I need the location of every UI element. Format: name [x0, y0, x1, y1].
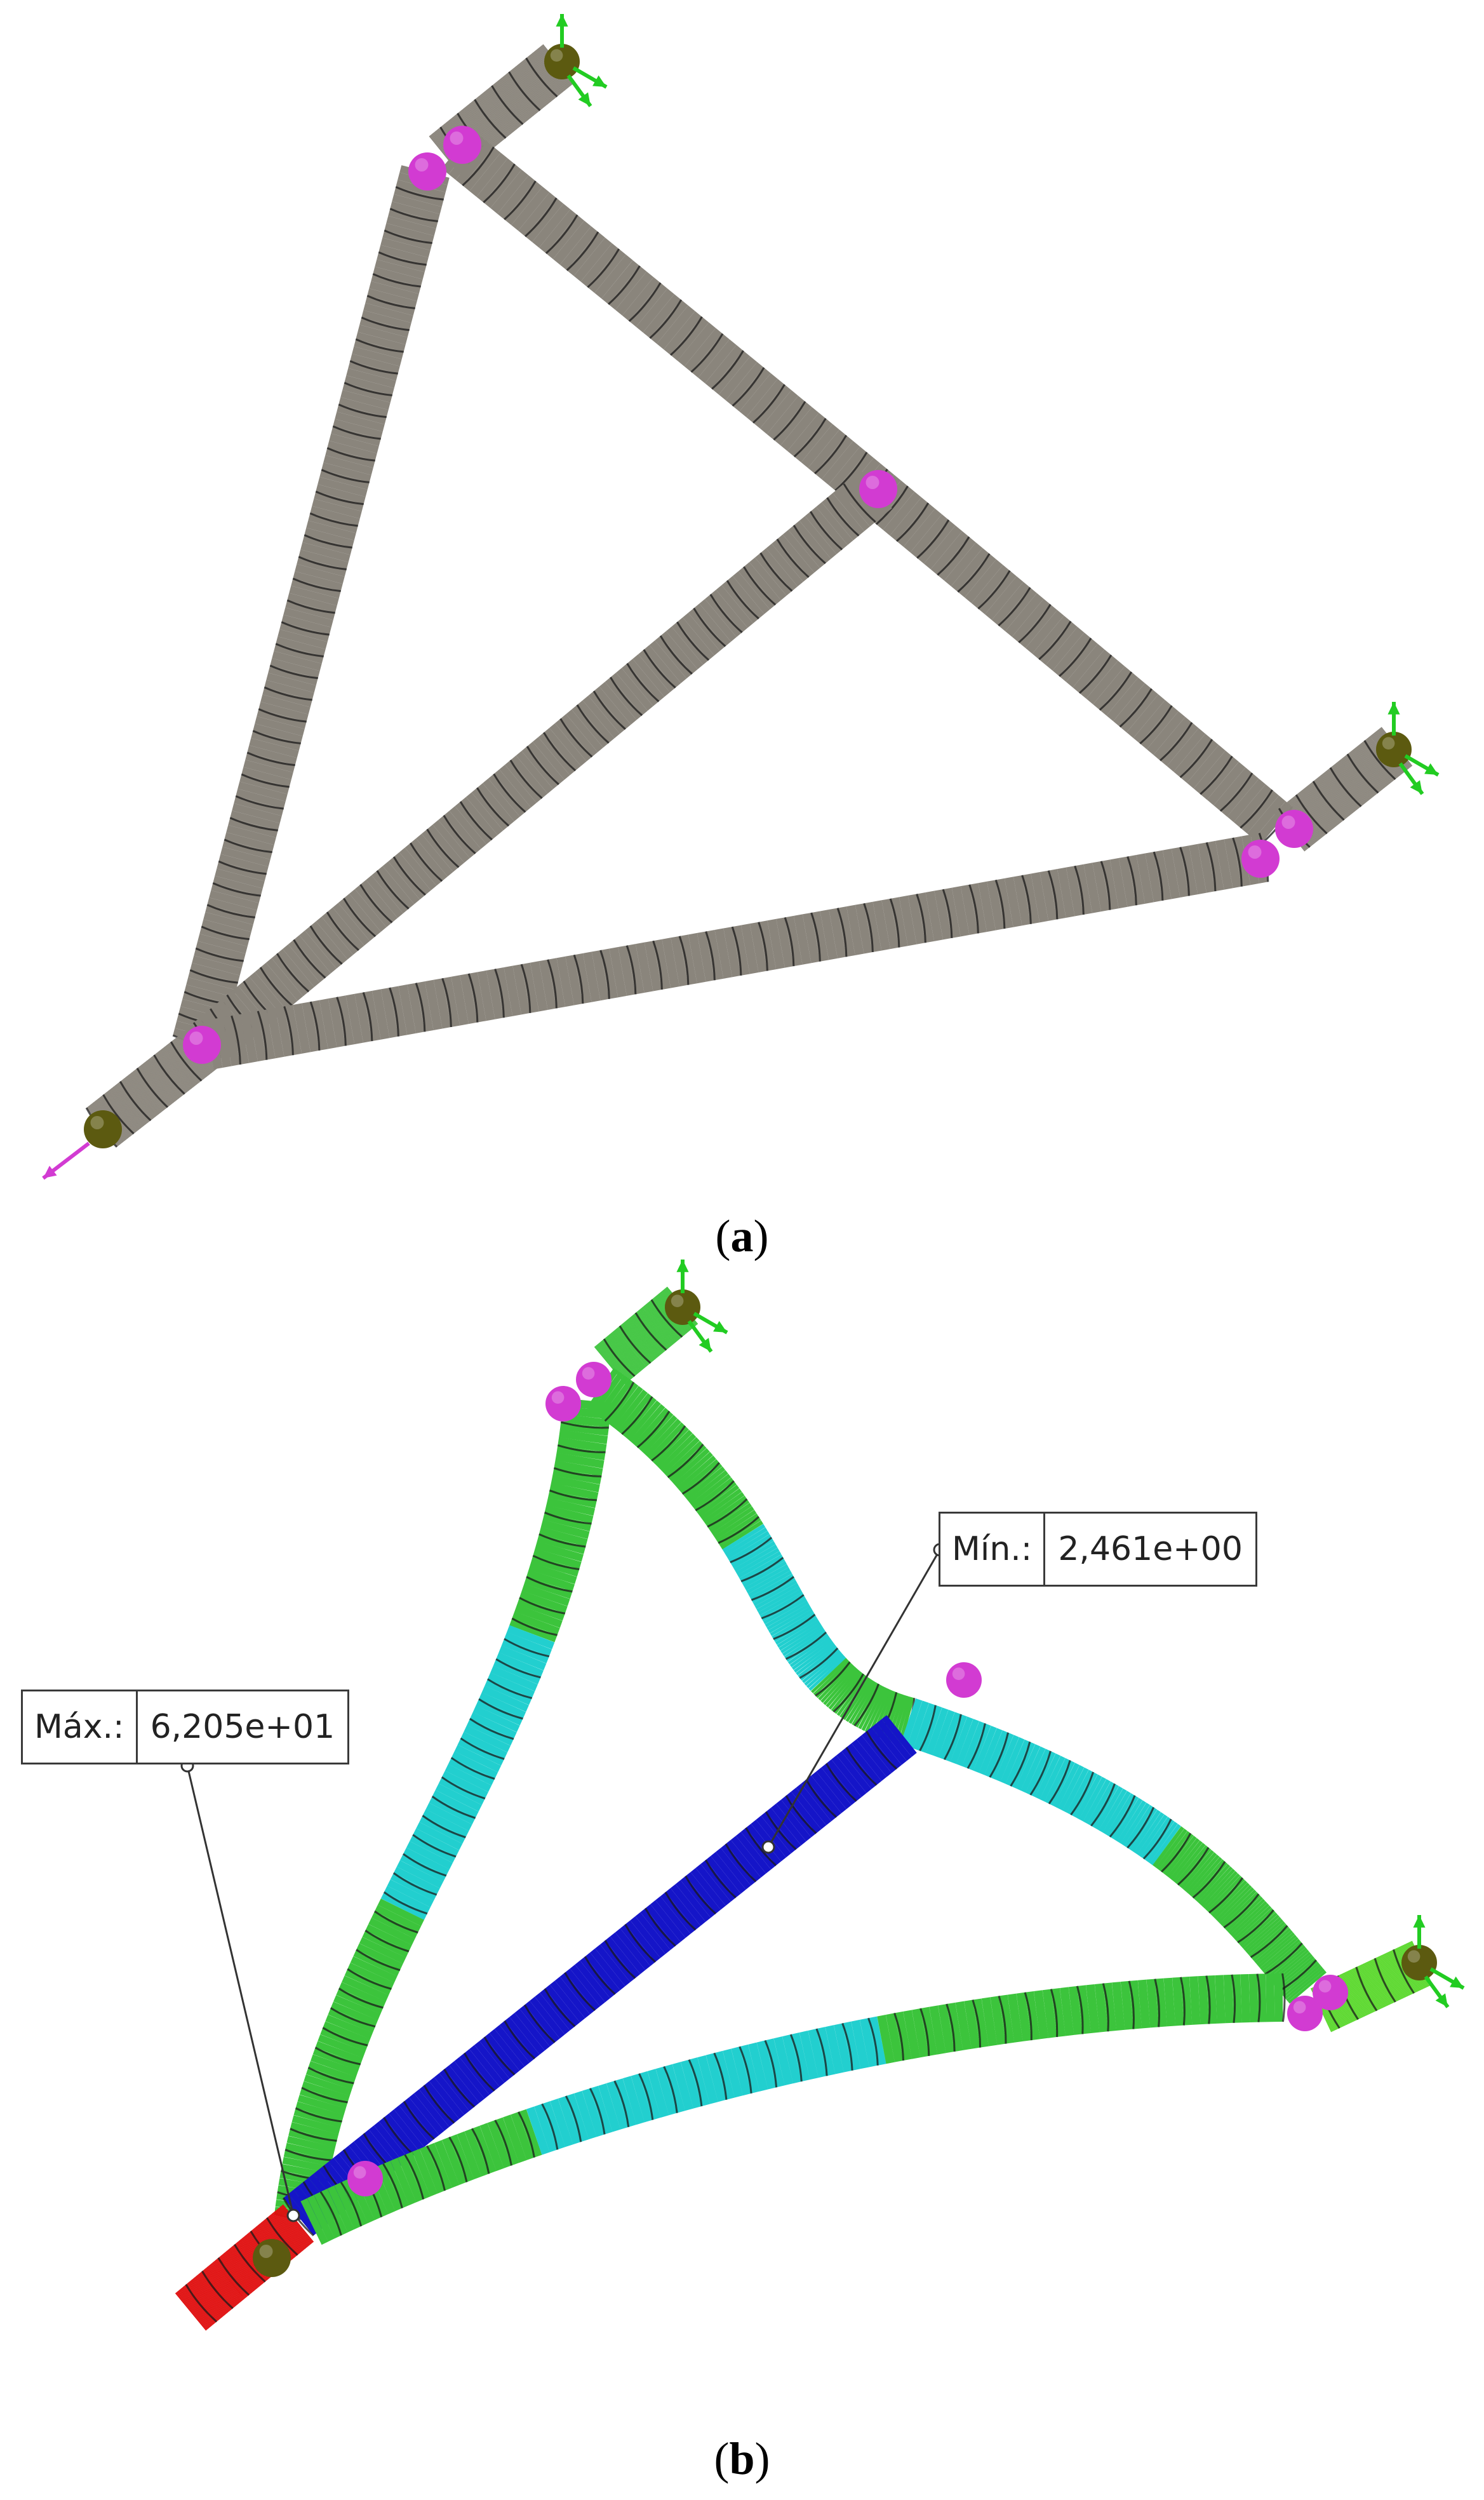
caption-a-letter: a	[730, 1211, 754, 1261]
b-left-member	[274, 1398, 612, 2221]
load-arrow	[42, 1141, 90, 1180]
min-probe-key: Mín.:	[940, 1514, 1046, 1585]
joint-a-0	[443, 126, 481, 164]
caption-b: (b)	[714, 2433, 770, 2484]
b-fixture-node-bottom	[253, 2239, 291, 2277]
member-inner-diagonal	[192, 469, 892, 1062]
fixture-node-right	[1376, 732, 1412, 767]
joint-a-2	[859, 470, 897, 508]
b-fixture-arrows-top	[676, 1260, 728, 1353]
max-probe-value: 6,205e+01	[150, 1708, 335, 1746]
member-left	[172, 165, 450, 1049]
b-top-diagonal-upper	[586, 1368, 916, 1745]
joint-a-1	[408, 152, 446, 191]
caption-a: (a)	[715, 1211, 769, 1261]
b-fixture-node-right	[1401, 1945, 1437, 1980]
fixture-arrows-top	[556, 14, 608, 107]
joint-b-3	[1313, 1975, 1348, 2010]
max-stress-probe: Máx.: 6,205e+01	[21, 1690, 350, 1764]
min-probe-value: 2,461e+00	[1058, 1530, 1243, 1568]
joint-a-5	[183, 1026, 221, 1064]
joint-b-5	[347, 2161, 383, 2196]
panel-a-undeformed-truss	[42, 14, 1440, 1180]
fixture-arrows-right	[1387, 702, 1440, 795]
max-probe-key: Máx.:	[23, 1691, 138, 1763]
min-stress-probe: Mín.: 2,461e+00	[939, 1512, 1257, 1587]
member-top-diagonal	[441, 130, 1293, 845]
joint-b-4	[1287, 1996, 1323, 2031]
fixture-node-top	[544, 44, 580, 79]
panel-b-stress-result	[175, 1260, 1465, 2331]
joint-b-1	[545, 1386, 581, 1421]
fixture-node-bottom	[84, 1110, 122, 1148]
joint-b-0	[576, 1362, 612, 1397]
b-fixture-arrows-right	[1413, 1915, 1465, 2008]
b-fixture-node-top	[665, 1289, 700, 1325]
caption-b-letter: b	[729, 2433, 755, 2484]
b-top-diagonal-lower	[900, 1698, 1327, 2004]
joint-a-3	[1275, 810, 1313, 848]
joint-a-4	[1241, 840, 1280, 878]
joint-b-2	[946, 1662, 982, 1698]
member-bottom	[205, 833, 1269, 1070]
b-bottom-member	[300, 1973, 1286, 2245]
